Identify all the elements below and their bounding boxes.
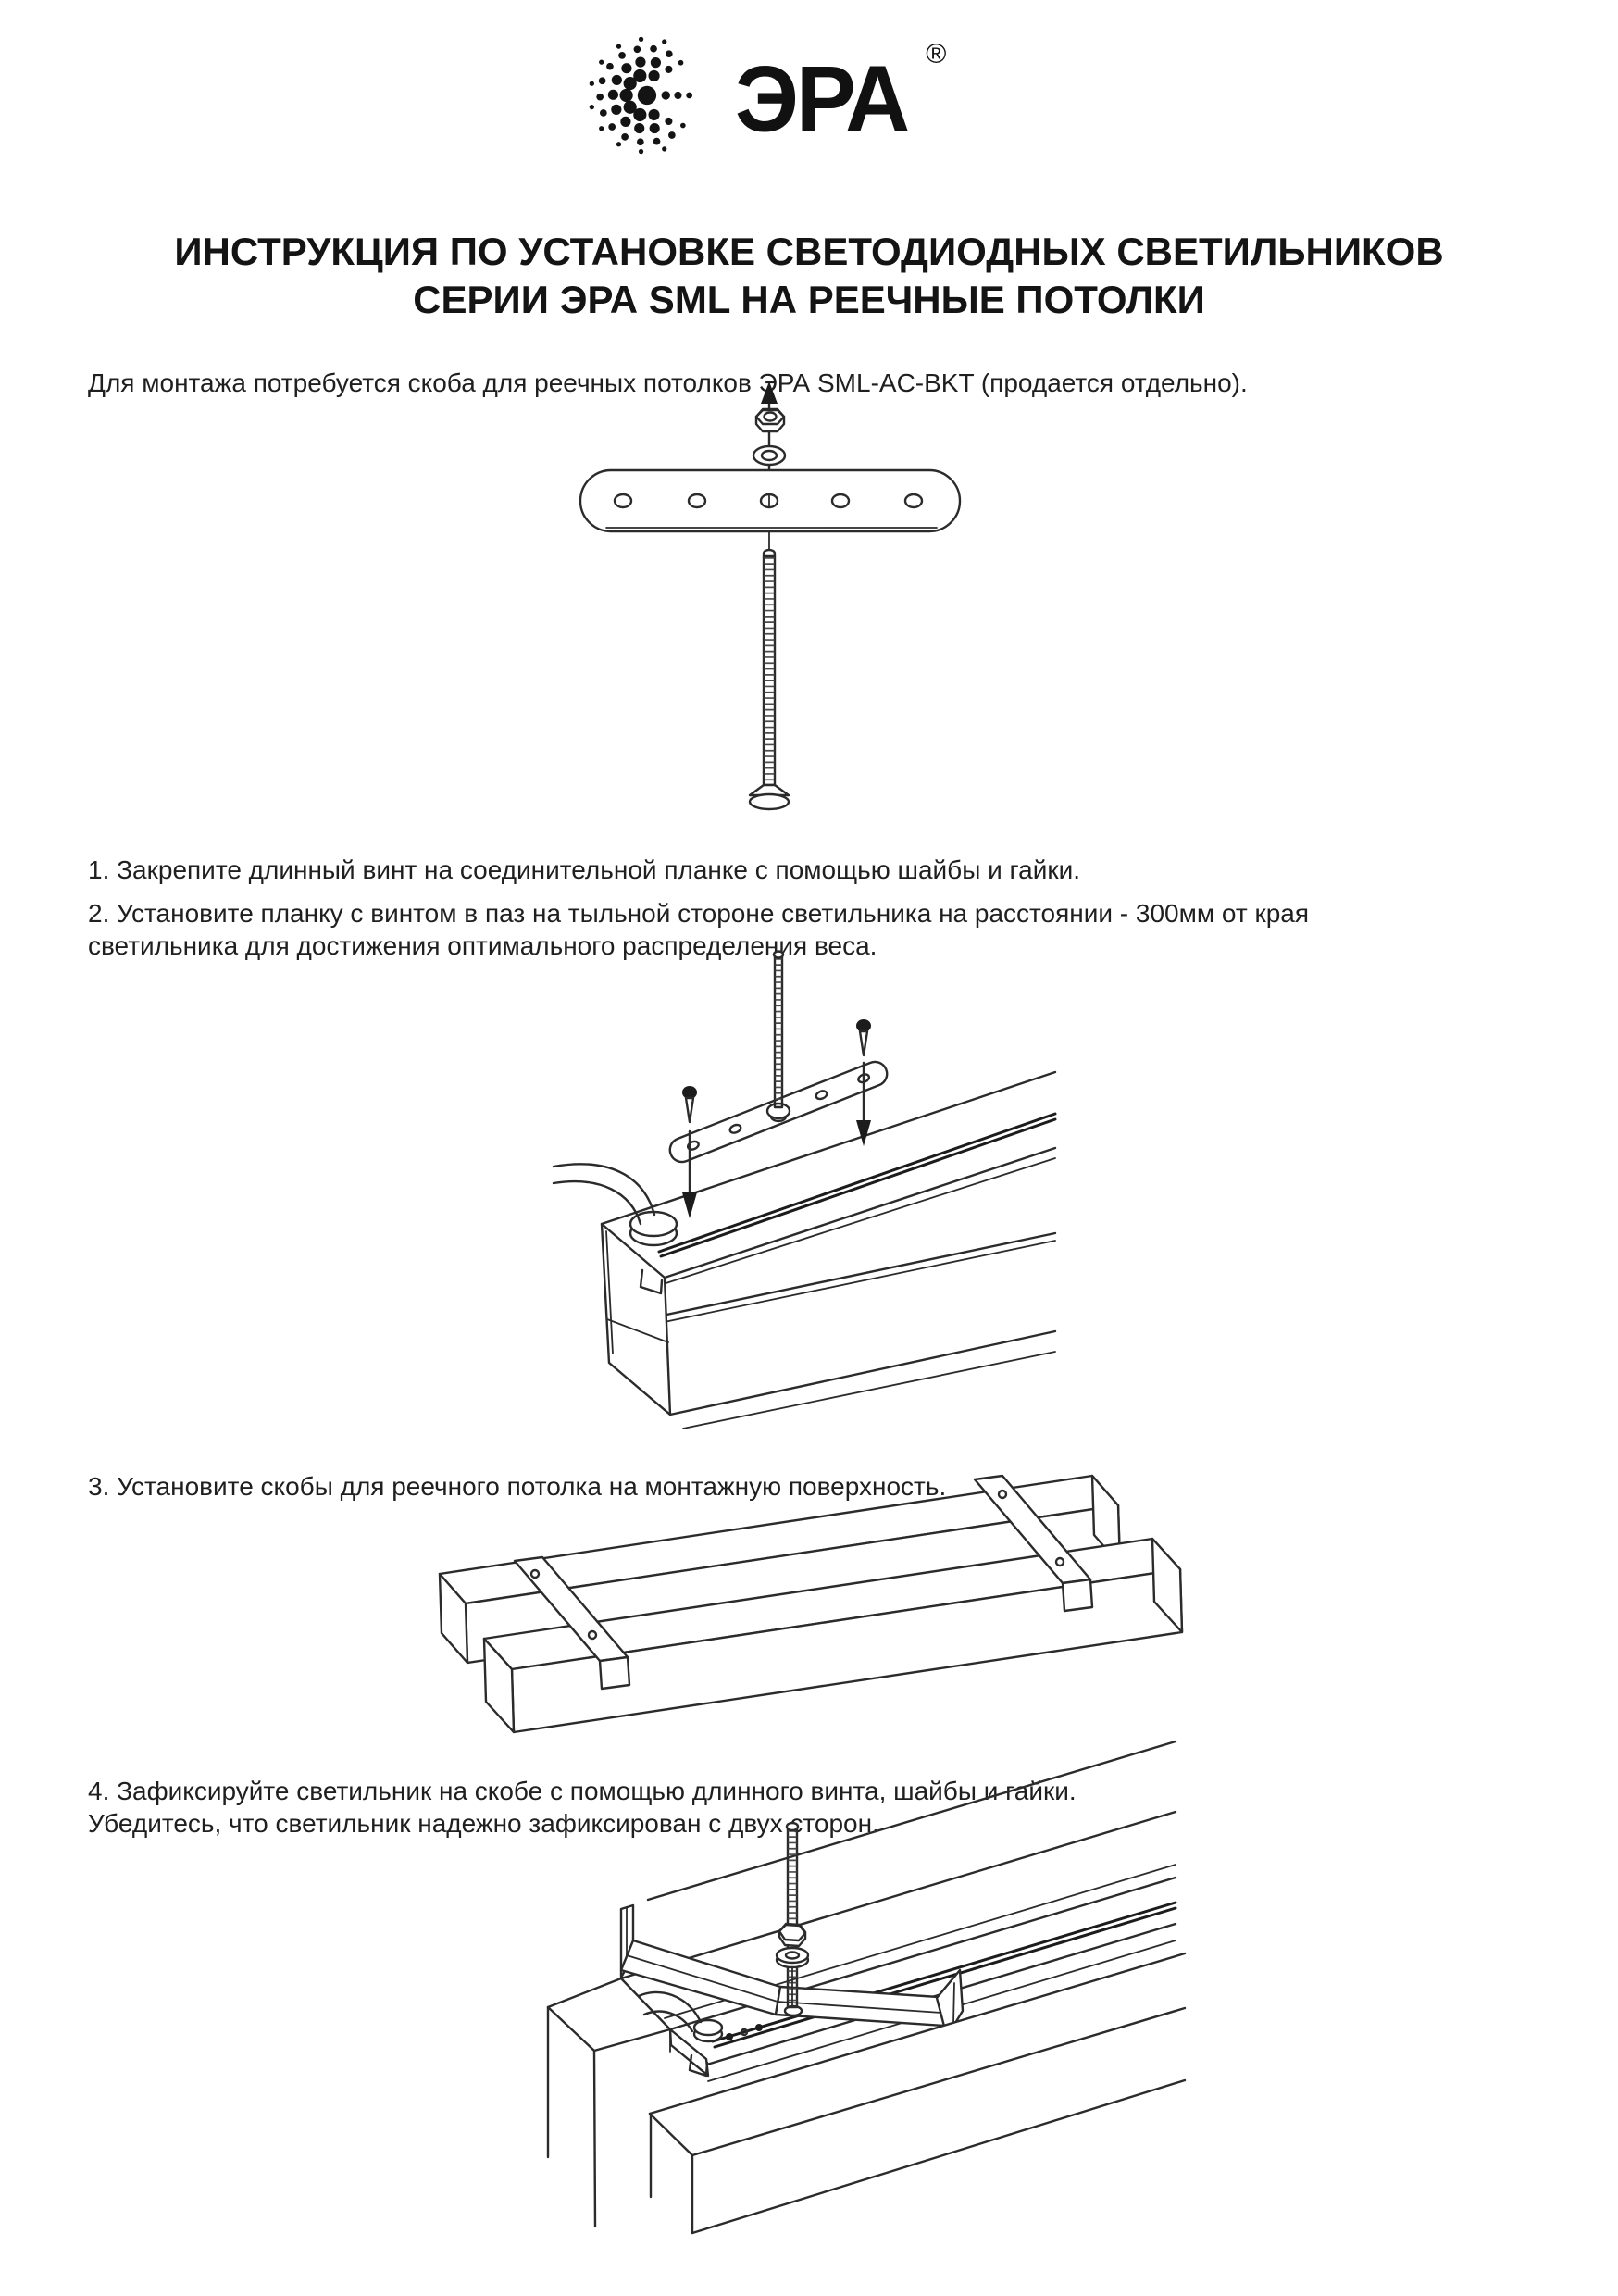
- strap-tab: [1061, 1578, 1094, 1613]
- luminaire-end-face: [668, 2028, 710, 2078]
- plate-hole: [830, 493, 851, 509]
- slot-notch: [688, 2053, 709, 2078]
- rail-end-face: [482, 1637, 516, 1734]
- arrow-down-icon: [856, 1120, 871, 1146]
- washer: [775, 1946, 810, 1969]
- power-cable: [637, 1990, 724, 2043]
- left-rail-cut-end: [546, 1977, 672, 2228]
- fixing-screw-left: [682, 1086, 697, 1218]
- strap-hole: [1054, 1556, 1065, 1567]
- arrow-up-icon: [761, 381, 778, 404]
- plate-hole: [728, 1123, 742, 1134]
- front-rail: [648, 1952, 1187, 2235]
- screw-tip: [684, 1096, 695, 1124]
- connector-plate: [579, 468, 962, 533]
- rail-end-top-face: [546, 1977, 672, 2053]
- long-screw-with-nut-washer: [775, 1821, 810, 2009]
- page-title: ИНСТРУКЦИЯ ПО УСТАНОВКЕ СВЕТОДИОДНЫХ СВЕ…: [0, 228, 1618, 324]
- brand-name: ЭРА: [735, 45, 910, 151]
- strap-tab: [598, 1655, 631, 1691]
- page-title-line2: СЕРИИ ЭРА SML НА РЕЕЧНЫЕ ПОТОЛКИ: [413, 278, 1205, 321]
- figure-final-assembly: [546, 1740, 1187, 2235]
- plate-hole: [687, 493, 707, 509]
- front-rail: [482, 1537, 1184, 1734]
- slot-hole: [740, 2028, 749, 2037]
- hex-nut: [778, 1922, 807, 1948]
- rear-slot-groove: [713, 1906, 1177, 2049]
- step-4-text: 4. Зафиксируйте светильник на скобе с по…: [88, 1777, 1077, 1838]
- connector-plate-angled: [668, 1060, 889, 1164]
- screw-head-neck: [748, 783, 790, 797]
- plate-hole: [903, 493, 924, 509]
- screw-head-in-slot: [755, 2024, 763, 2031]
- bracket-strap-left: [513, 1555, 631, 1691]
- step-1-text: 1. Закрепите длинный винт на соединитель…: [88, 855, 1081, 884]
- rear-slot-groove: [657, 1112, 1057, 1254]
- power-cable: [552, 1163, 678, 1247]
- screw-head: [682, 1086, 697, 1099]
- rear-slot-groove: [659, 1117, 1057, 1258]
- screw-tip: [858, 1029, 869, 1057]
- luminaire-body: [600, 1070, 1057, 1429]
- rear-slot-groove: [711, 1901, 1177, 2043]
- long-screw-upright: [772, 950, 785, 1109]
- screw-head: [856, 1019, 871, 1032]
- plate-hole: [857, 1073, 871, 1084]
- figure-ceiling-rails-with-brackets: [438, 1474, 1184, 1734]
- plate-hole: [815, 1090, 828, 1101]
- rail-end-face: [438, 1572, 469, 1665]
- washer: [752, 444, 787, 467]
- hex-nut: [754, 407, 786, 433]
- slot-notch: [639, 1268, 664, 1295]
- bracket-strap-right: [973, 1474, 1094, 1613]
- era-logo: ЭРА ®: [589, 37, 946, 159]
- strap-hole: [587, 1629, 598, 1641]
- bracket-strap: [619, 1903, 965, 2039]
- figure-luminaire-rear-mounting: [552, 950, 1057, 1429]
- cable-grommet: [692, 2018, 724, 2037]
- strap-hole: [997, 1489, 1008, 1500]
- screw-head-in-slot: [726, 2033, 733, 2040]
- era-dot-rosette-icon: [589, 37, 692, 155]
- luminaire-end-face: [600, 1222, 672, 1416]
- screw-collar: [765, 1102, 791, 1120]
- long-screw: [748, 530, 790, 811]
- step-3-text: 3. Установите скобы для реечного потолка…: [88, 1472, 947, 1501]
- top-back-edge: [600, 1070, 1057, 1226]
- plate-hole: [613, 493, 633, 509]
- arrow-down-icon: [682, 1192, 697, 1218]
- rail-end-face: [1151, 1537, 1184, 1634]
- registered-mark: ®: [926, 39, 947, 69]
- plate-hole: [686, 1140, 700, 1151]
- fixing-screw-right: [856, 1019, 871, 1146]
- strap-hole: [529, 1568, 541, 1579]
- figure-plate-screw-assembly: [579, 381, 962, 811]
- intro-text: Для монтажа потребуется скоба для реечны…: [88, 368, 1248, 397]
- page-title-line1: ИНСТРУКЦИЯ ПО УСТАНОВКЕ СВЕТОДИОДНЫХ СВЕ…: [174, 230, 1444, 273]
